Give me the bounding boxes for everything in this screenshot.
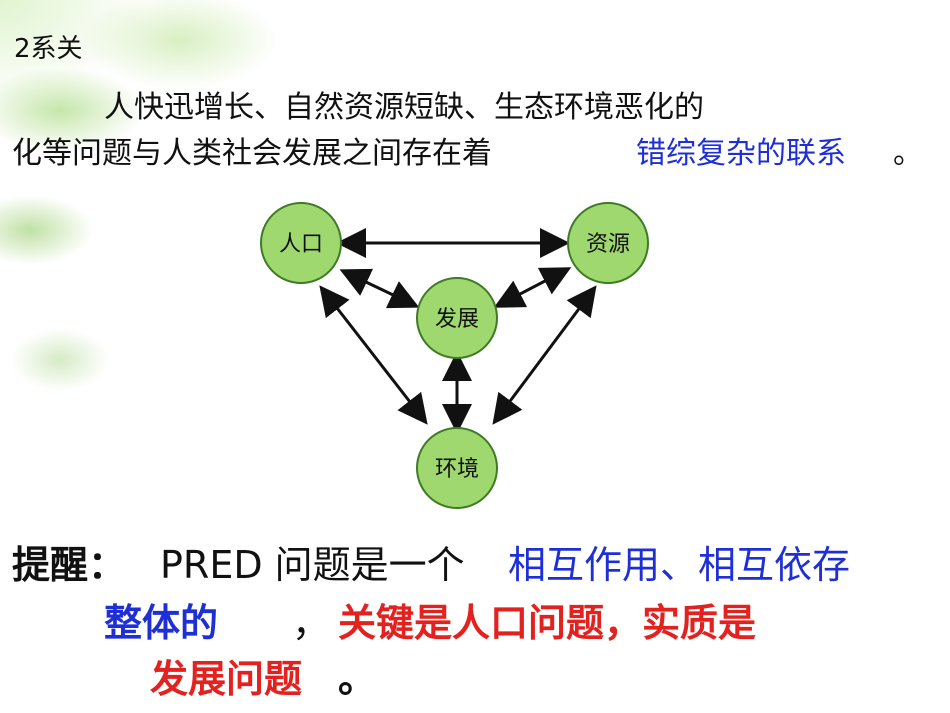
tip-label: 提醒： — [12, 543, 127, 587]
node-environment-label: 环境 — [435, 457, 479, 482]
paragraph-period: 。 — [893, 136, 923, 171]
tip-comma: ， — [292, 601, 331, 645]
node-resources: 资源 — [567, 202, 649, 284]
node-population-label: 人口 — [279, 232, 323, 257]
node-development-label: 发展 — [435, 307, 479, 332]
arrow-population-development — [339, 268, 420, 309]
tip-key-line-2: 发展问题 — [150, 657, 303, 701]
diagram-arrows — [319, 228, 597, 434]
paragraph-line-1: 人快迅增长、自然资源短缺、生态环境恶化的 — [104, 90, 704, 125]
node-population: 人口 — [260, 202, 342, 284]
node-development: 发展 — [416, 277, 498, 359]
tip-period: 。 — [338, 657, 377, 701]
tip-highlight-line-2: 整体的 — [104, 601, 219, 645]
node-environment: 环境 — [416, 427, 498, 509]
slide-heading: 2系关 — [14, 34, 83, 64]
arrow-resources-development — [493, 267, 572, 308]
paragraph-highlight: 错综复杂的联系 — [636, 136, 846, 171]
paragraph-line-2: 化等问题与人类社会发展之间存在着 — [12, 136, 492, 171]
node-resources-label: 资源 — [586, 232, 630, 257]
tip-highlight-line-1: 相互作用、相互依存 — [508, 543, 851, 587]
tip-text: PRED 问题是一个 — [160, 543, 465, 587]
tip-key-line-1: 关键是人口问题，实质是 — [338, 601, 757, 645]
arrow-population-environment — [319, 285, 428, 425]
arrow-resources-environment — [492, 285, 597, 425]
